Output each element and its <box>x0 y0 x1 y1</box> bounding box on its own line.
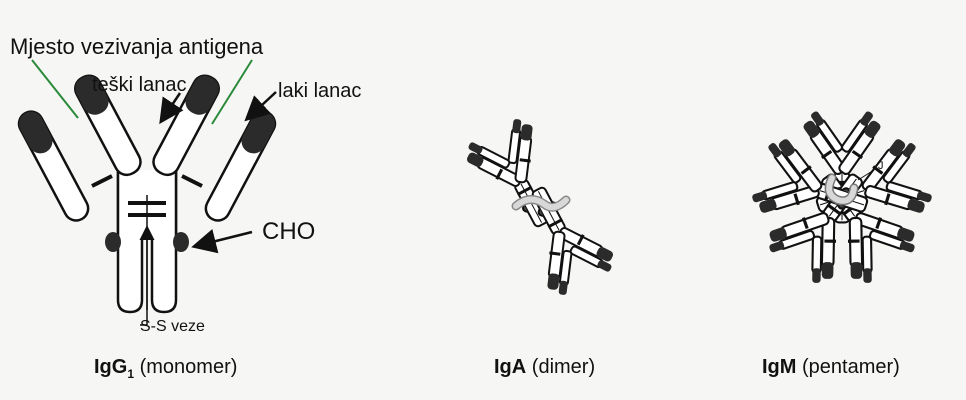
ss-bonds-label: S-S veze <box>140 318 205 335</box>
igm-desc: (pentamer) <box>802 356 900 378</box>
igg-monomer-structure <box>17 59 277 326</box>
igm-name: IgM <box>762 356 797 378</box>
iga-dimer-structure <box>453 108 627 306</box>
igg-caption: IgG1 (monomer) <box>94 356 237 381</box>
igg-name: IgG <box>94 356 128 378</box>
igg-desc: (monomer) <box>139 356 238 378</box>
heavy-chain-label: teški lanac <box>92 74 187 96</box>
j-chain-label: J <box>878 160 884 172</box>
iga-caption: IgA (dimer) <box>494 356 595 379</box>
igm-pentamer-structure <box>744 108 940 296</box>
iga-name: IgA <box>494 356 527 378</box>
igm-caption: IgM (pentamer) <box>762 356 900 379</box>
igg-subscript: 1 <box>127 367 135 381</box>
light-chain-label: laki lanac <box>278 80 362 102</box>
iga-desc: (dimer) <box>531 356 596 378</box>
antigen-binding-site-label: Mjesto vezivanja antigena <box>10 34 264 59</box>
cho-label: CHO <box>262 218 316 245</box>
